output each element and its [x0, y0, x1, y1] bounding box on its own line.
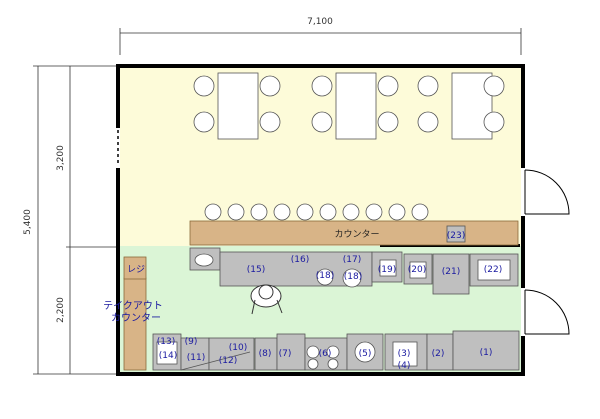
equipment-label-16: (16)	[291, 255, 309, 265]
equipment-label-18b: (18)	[344, 272, 362, 282]
takeout-counter	[123, 277, 147, 371]
door-upper	[524, 169, 570, 215]
table-2	[335, 72, 377, 140]
equipment-label-8: (8)	[259, 349, 272, 359]
counter-stools	[204, 203, 429, 221]
worktop-edge	[180, 351, 251, 371]
equipment-label-7: (7)	[279, 349, 292, 359]
register-label: レジ	[127, 265, 145, 275]
equipment-label-5: (5)	[359, 349, 372, 359]
equipment-label-3: (3)	[398, 349, 411, 359]
walls	[116, 64, 525, 376]
counter-label: カウンター	[334, 229, 379, 240]
equipment-label-21: (21)	[442, 267, 460, 277]
equipment-label-9: (9)	[185, 337, 198, 347]
takeout-label-line1: テイクアウト	[103, 300, 163, 312]
dining-area	[193, 72, 505, 140]
door-lower	[524, 289, 570, 335]
sink-basins	[194, 253, 511, 288]
dimension-total-depth: 5,400	[23, 209, 33, 235]
equipment-label-22: (22)	[484, 265, 502, 275]
equipment-label-23: (23)	[447, 231, 465, 241]
equipment-label-1: (1)	[480, 348, 493, 358]
register	[123, 256, 147, 280]
equipment-label-12: (12)	[219, 356, 237, 366]
equipment-label-15: (15)	[247, 265, 265, 275]
equipment-label-14: (14)	[159, 351, 177, 361]
chairs	[193, 75, 505, 133]
dimension-dining-depth: 3,200	[56, 145, 66, 171]
equipment-label-10: (10)	[229, 343, 247, 353]
equipment-label-19: (19)	[378, 265, 396, 275]
equipment-label-4: (4)	[398, 361, 411, 371]
cook-figure	[250, 284, 283, 315]
equipment-label-17: (17)	[343, 255, 361, 265]
table-1	[217, 72, 259, 140]
dimension-lines	[33, 28, 522, 375]
equipment-label-13: (13)	[157, 337, 175, 347]
equipment-label-2: (2)	[432, 349, 445, 359]
dimension-total-width: 7,100	[307, 17, 333, 27]
cooktop-burners	[156, 341, 418, 370]
equipment-label-18a: (18)	[316, 271, 334, 281]
takeout-label-line2: カウンター	[111, 312, 161, 324]
equipment-label-11: (11)	[187, 353, 205, 363]
equipment-label-6: (6)	[319, 349, 332, 359]
equipment-labels: (1) (2) (3) (4) (5) (6) (7) (8) (9) (10)…	[157, 231, 502, 371]
dimension-kitchen-depth: 2,200	[56, 297, 66, 323]
equipment-label-20: (20)	[408, 265, 426, 275]
